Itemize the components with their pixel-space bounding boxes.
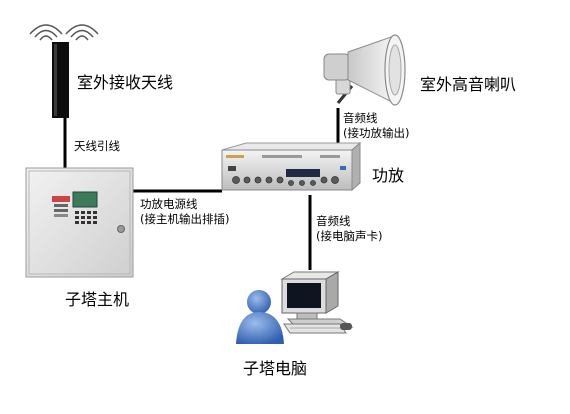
- power-cable-label-line1: 功放电源线: [140, 197, 198, 211]
- computer-label: 子塔电脑: [243, 359, 308, 378]
- connection-lines: [63, 108, 340, 270]
- amplifier-icon: [221, 141, 362, 192]
- horn-speaker-icon: [323, 34, 406, 106]
- antenna-cable-label: 天线引线: [74, 139, 120, 153]
- antenna-icon: [29, 24, 99, 118]
- control-box-icon: [25, 167, 134, 278]
- user-icon: [236, 290, 284, 344]
- speaker-audio-label-line1: 音频线: [343, 111, 378, 125]
- power-cable-label-line2: (接主机输出排插): [140, 212, 230, 226]
- speaker-audio-label: 音频线 (接功放输出): [343, 111, 409, 141]
- computer-audio-label: 音频线 (接电脑声卡): [316, 214, 382, 244]
- antenna-label: 室外接收天线: [77, 73, 174, 92]
- host-label: 子塔主机: [65, 290, 130, 309]
- speaker-audio-label-line2: (接功放输出): [343, 126, 410, 140]
- desktop-computer-icon: [280, 271, 354, 334]
- computer-audio-label-line2: (接电脑声卡): [316, 229, 383, 243]
- computer-audio-label-line1: 音频线: [316, 214, 351, 228]
- power-cable-label: 功放电源线 (接主机输出排插): [140, 197, 229, 227]
- amplifier-label: 功放: [372, 166, 405, 185]
- speaker-label: 室外高音喇叭: [420, 75, 517, 94]
